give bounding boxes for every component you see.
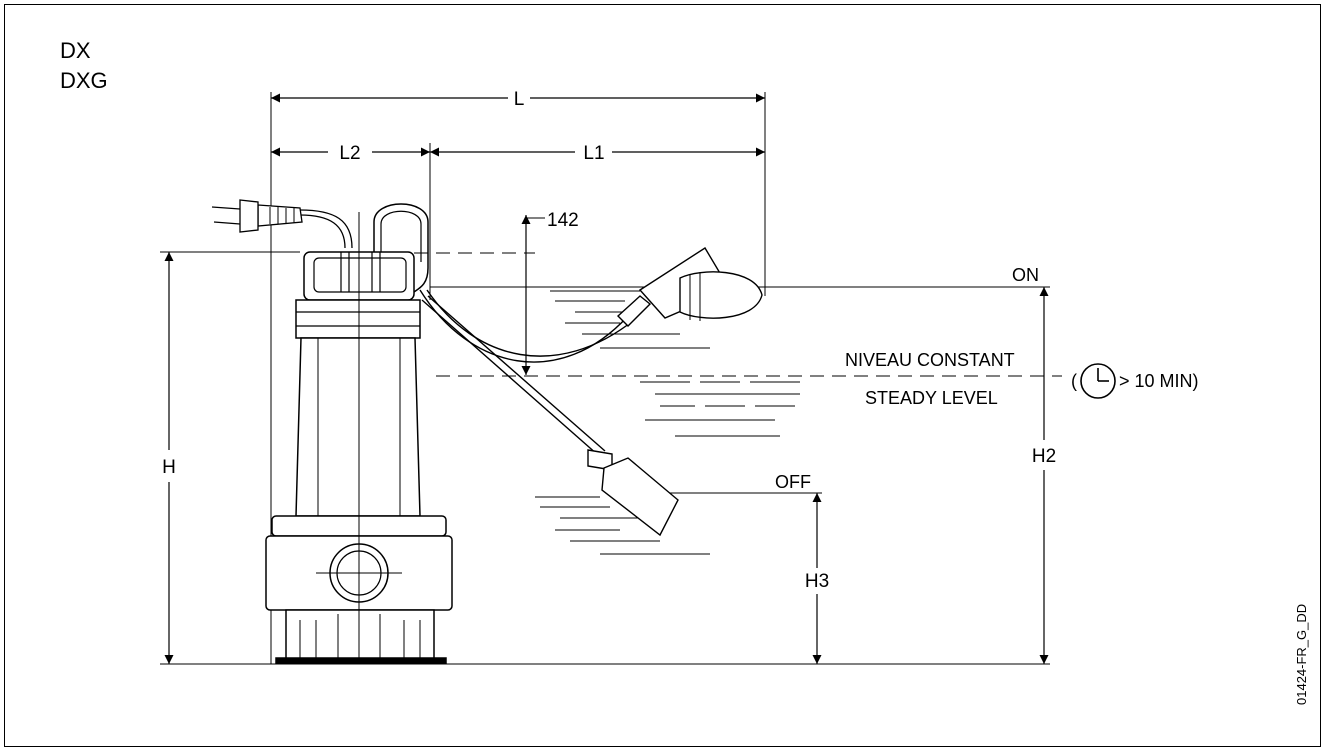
clock-icon [1080, 363, 1116, 399]
float-cable [419, 289, 635, 456]
dim-label-l1: L1 [583, 143, 604, 164]
dim-label-142: 142 [547, 210, 579, 231]
water-lines-on [550, 290, 710, 349]
float-switch-icon-lower [587, 449, 679, 537]
time-note-label: > 10 MIN) [1119, 371, 1199, 391]
dimension-l1: L1 [430, 143, 765, 164]
model-label-dx: DX [60, 38, 91, 63]
float-switch-icon [616, 247, 763, 327]
dim-label-l: L [514, 89, 525, 110]
level-on-label: ON [1012, 265, 1039, 285]
dimension-h: H [160, 251, 1050, 665]
level-constant-en-label: STEADY LEVEL [865, 388, 998, 408]
dimension-h2: H2 [430, 286, 1056, 664]
water-lines-steady [640, 381, 800, 437]
level-constant-fr-label: NIVEAU CONSTANT [845, 350, 1015, 370]
dimension-142: 142 [414, 210, 579, 375]
dim-label-l2: L2 [339, 143, 360, 164]
level-off-label: OFF [775, 472, 811, 492]
water-lines-off [535, 496, 710, 555]
plug-icon [211, 199, 353, 249]
dim-label-h3: H3 [805, 571, 829, 592]
dim-label-h: H [162, 457, 176, 478]
dim-label-h2: H2 [1032, 446, 1056, 467]
drawing-frame [4, 4, 1321, 747]
model-label-dxg: DXG [60, 68, 108, 93]
dimension-l2: L2 [271, 143, 431, 300]
drawing-code: 01424-FR_G_DD [1294, 604, 1309, 705]
time-open-paren: ( [1071, 371, 1077, 391]
